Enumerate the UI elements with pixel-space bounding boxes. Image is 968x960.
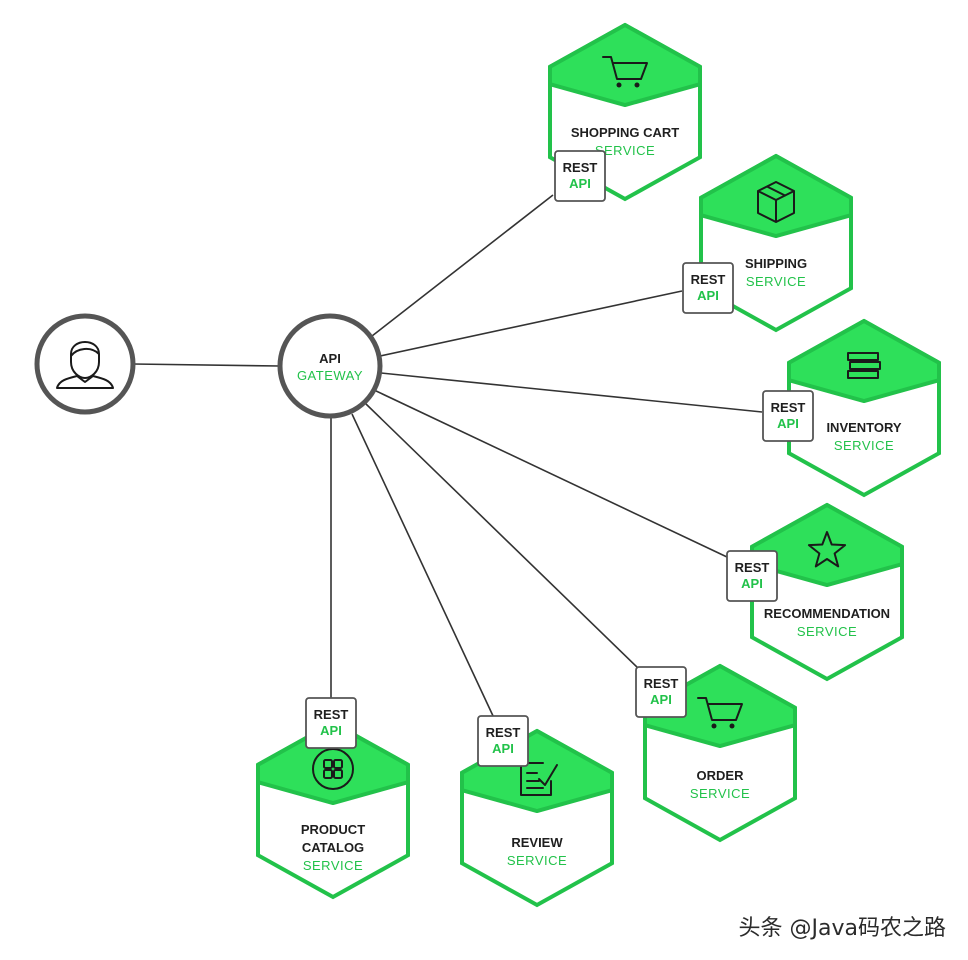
connector-lines [132, 194, 763, 719]
service-shipping[interactable]: SHIPPING SERVICE [699, 153, 853, 333]
star-icon [807, 531, 847, 568]
connector-order [365, 403, 641, 671]
service-product-catalog[interactable]: PRODUCT CATALOG SERVICE [256, 720, 410, 900]
watermark: 头条 @Java码农之路 [738, 916, 946, 941]
badge-api: API [492, 741, 514, 756]
user-to-gateway-line [132, 363, 281, 367]
gateway-sublabel: GATEWAY [297, 368, 363, 383]
badge-rest: REST [486, 725, 521, 740]
service-suffix: SERVICE [690, 786, 750, 801]
service-suffix: SERVICE [507, 853, 567, 868]
service-inventory[interactable]: INVENTORY SERVICE [787, 318, 941, 498]
services: SHOPPING CARTSERVICERESTAPISHIPPINGSERVI… [256, 22, 941, 908]
connector-review [351, 413, 495, 719]
service-name: CATALOG [302, 840, 364, 855]
service-cap [699, 154, 853, 239]
service-suffix: SERVICE [303, 858, 363, 873]
package-icon [757, 181, 795, 223]
connector-shopping-cart [371, 194, 554, 337]
connector-inventory [380, 372, 763, 413]
stack-icon [847, 352, 881, 379]
service-recommendation[interactable]: RECOMMENDATION SERVICE [750, 502, 904, 682]
service-suffix: SERVICE [595, 143, 655, 158]
badge-api: API [741, 576, 763, 591]
service-suffix: SERVICE [746, 274, 806, 289]
review-icon [520, 762, 558, 796]
badge-api: API [777, 416, 799, 431]
service-cap [548, 23, 702, 108]
badge-rest: REST [735, 560, 770, 575]
service-name: SHIPPING [745, 256, 807, 271]
cart-icon [697, 697, 743, 729]
gateway-label: API [319, 351, 341, 366]
badge-rest: REST [691, 272, 726, 287]
service-name: ORDER [697, 768, 745, 783]
api-gateway-node[interactable]: API GATEWAY [277, 313, 383, 419]
service-name: PRODUCT [301, 822, 365, 837]
badge-rest: REST [314, 707, 349, 722]
grid-icon [312, 748, 354, 790]
connector-shipping [379, 290, 683, 357]
connector-recommendation [373, 389, 728, 558]
service-cap [750, 503, 904, 588]
service-name: INVENTORY [826, 420, 901, 435]
service-cap [460, 729, 614, 814]
service-name: REVIEW [511, 835, 563, 850]
badge-rest: REST [563, 160, 598, 175]
badge-api: API [650, 692, 672, 707]
service-suffix: SERVICE [834, 438, 894, 453]
service-name: SHOPPING CART [571, 125, 679, 140]
badge-rest: REST [771, 400, 806, 415]
service-name: RECOMMENDATION [764, 606, 890, 621]
user-icon [56, 341, 114, 389]
badge-api: API [320, 723, 342, 738]
user-node[interactable] [34, 313, 136, 415]
service-review[interactable]: REVIEW SERVICE [460, 728, 614, 908]
service-suffix: SERVICE [797, 624, 857, 639]
badge-rest: REST [644, 676, 679, 691]
badge-api: API [697, 288, 719, 303]
badge-api: API [569, 176, 591, 191]
cart-icon [602, 56, 648, 88]
